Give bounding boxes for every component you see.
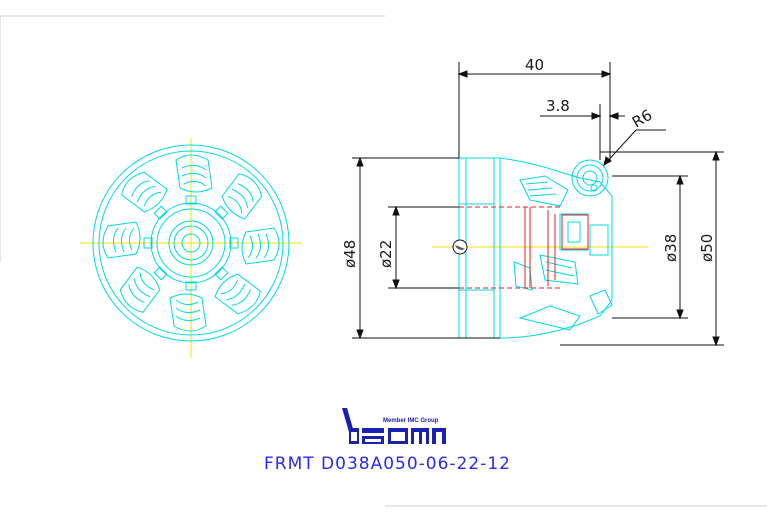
logo-tagline: Member IMC Group xyxy=(383,418,439,424)
side-insert-upper xyxy=(519,175,569,207)
dimensions xyxy=(352,62,724,347)
round-insert xyxy=(571,159,609,197)
dim-body-diameter-label: ø48 xyxy=(341,240,359,268)
dim-cut-diameter-label: ø38 xyxy=(662,234,680,262)
sheet-border xyxy=(0,15,767,507)
iscar-logo: Member IMC Group xyxy=(342,408,446,444)
dim-bore-diameter-label: ø22 xyxy=(377,240,395,268)
side-screw-hole xyxy=(452,239,468,255)
side-insert-lower xyxy=(518,305,581,331)
front-bore-circle xyxy=(168,220,214,266)
side-view xyxy=(432,157,648,339)
dim-radius-label: R6 xyxy=(629,106,655,132)
dim-offset-label: 3.8 xyxy=(546,97,570,115)
front-insert-pockets xyxy=(102,154,280,332)
part-number: FRMT D038A050-06-22-12 xyxy=(264,454,511,474)
front-outer-circle xyxy=(92,144,290,342)
dim-outer-diameter-label: ø50 xyxy=(698,234,716,262)
front-view xyxy=(80,138,302,358)
side-hidden-lines xyxy=(459,206,589,289)
dim-length-label: 40 xyxy=(525,56,544,74)
front-hub-circle xyxy=(150,202,232,284)
side-body-outline xyxy=(458,157,613,339)
front-view-centerlines xyxy=(80,138,302,358)
